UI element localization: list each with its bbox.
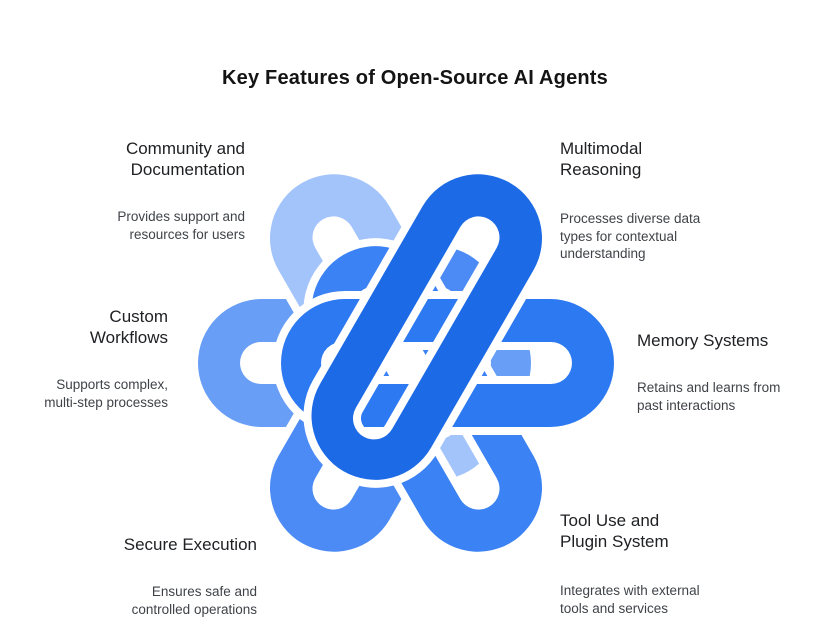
feature-title: Secure Execution <box>123 535 257 554</box>
feature-description: Retains and learns from past interaction… <box>637 380 781 413</box>
feature-multimodal-reasoning: Multimodal Reasoning Processes diverse d… <box>560 120 700 281</box>
feature-description: Ensures safe and controlled operations <box>131 584 257 617</box>
feature-custom-workflows: Custom Workflows Supports complex, multi… <box>44 288 168 429</box>
feature-title: Multimodal Reasoning <box>560 139 643 179</box>
feature-description: Processes diverse data types for context… <box>560 211 701 261</box>
feature-description: Supports complex, multi-step processes <box>44 377 168 410</box>
feature-title: Memory Systems <box>637 331 769 350</box>
knot-svg <box>190 166 622 560</box>
feature-description: Integrates with external tools and servi… <box>560 583 700 616</box>
feature-title: Community and Documentation <box>125 139 245 179</box>
page-title: Key Features of Open-Source AI Agents <box>222 67 608 90</box>
feature-community-and-documentation: Community and Documentation Provides sup… <box>117 120 245 261</box>
feature-description: Provides support and resources for users <box>117 209 245 242</box>
feature-tool-use-and-plugin-system: Tool Use and Plugin System Integrates wi… <box>560 492 700 635</box>
feature-secure-execution: Secure Execution Ensures safe and contro… <box>124 516 257 636</box>
feature-title: Custom Workflows <box>89 307 168 347</box>
feature-title: Tool Use and Plugin System <box>560 511 669 551</box>
knot-diagram <box>186 143 626 583</box>
feature-memory-systems: Memory Systems Retains and learns from p… <box>637 312 780 432</box>
loop-top-right <box>303 166 550 488</box>
